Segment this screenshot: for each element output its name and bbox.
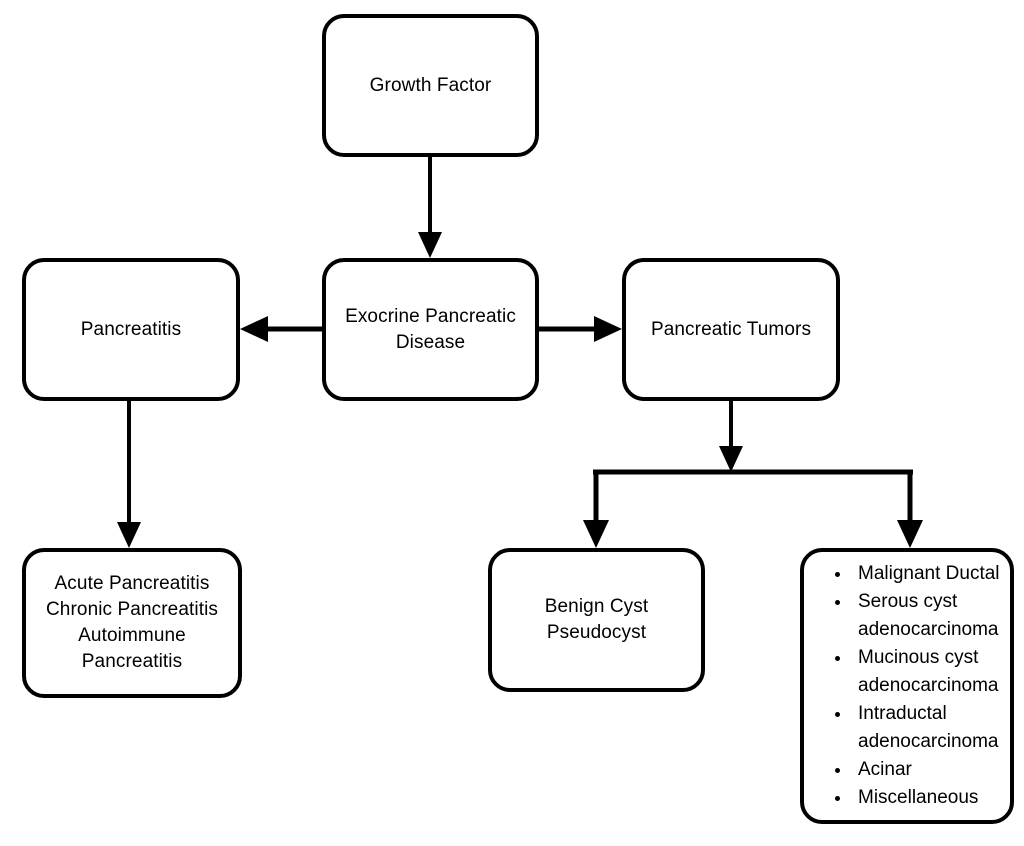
node-malignant-tumor-types[interactable]: Malignant DuctalSerous cyst adenocarcino… bbox=[800, 548, 1014, 824]
list-item: Serous cyst adenocarcinoma bbox=[852, 588, 1002, 644]
edge-tumors-to-split bbox=[583, 401, 923, 548]
edge-exocrine-to-tumors bbox=[539, 316, 622, 342]
node-growth-factor[interactable]: Growth Factor bbox=[322, 14, 539, 157]
node-pancreatitis-label: Pancreatitis bbox=[80, 318, 182, 340]
list-item: Mucinous cyst adenocarcinoma bbox=[852, 644, 1002, 700]
list-item: Miscellaneous bbox=[852, 784, 1002, 812]
node-benign-cyst[interactable]: Benign Cyst Pseudocyst bbox=[488, 548, 705, 692]
edge-growth-factor-to-exocrine bbox=[418, 157, 442, 258]
node-growth-factor-label: Growth Factor bbox=[369, 74, 492, 96]
node-exocrine-pancreatic-disease[interactable]: Exocrine Pancreatic Disease bbox=[322, 258, 539, 401]
malignant-tumor-list-wrapper: Malignant DuctalSerous cyst adenocarcino… bbox=[804, 560, 1010, 812]
edge-pancreatitis-to-types bbox=[117, 401, 141, 548]
node-exocrine-pancreatic-disease-label: Exocrine Pancreatic Disease bbox=[345, 305, 516, 353]
edge-exocrine-to-pancreatitis bbox=[240, 316, 322, 342]
node-pancreatitis[interactable]: Pancreatitis bbox=[22, 258, 240, 401]
node-benign-cyst-label: Benign Cyst Pseudocyst bbox=[544, 596, 649, 643]
list-item: Intraductal adenocarcinoma bbox=[852, 700, 1002, 756]
node-pancreatic-tumors-label: Pancreatic Tumors bbox=[650, 318, 812, 340]
malignant-tumor-list: Malignant DuctalSerous cyst adenocarcino… bbox=[818, 560, 1002, 812]
node-pancreatitis-types-label: Acute Pancreatitis Chronic Pancreatitis … bbox=[45, 573, 219, 672]
node-pancreatic-tumors[interactable]: Pancreatic Tumors bbox=[622, 258, 840, 401]
list-item: Malignant Ductal bbox=[852, 560, 1002, 588]
node-pancreatitis-types[interactable]: Acute Pancreatitis Chronic Pancreatitis … bbox=[22, 548, 242, 698]
list-item: Acinar bbox=[852, 756, 1002, 784]
